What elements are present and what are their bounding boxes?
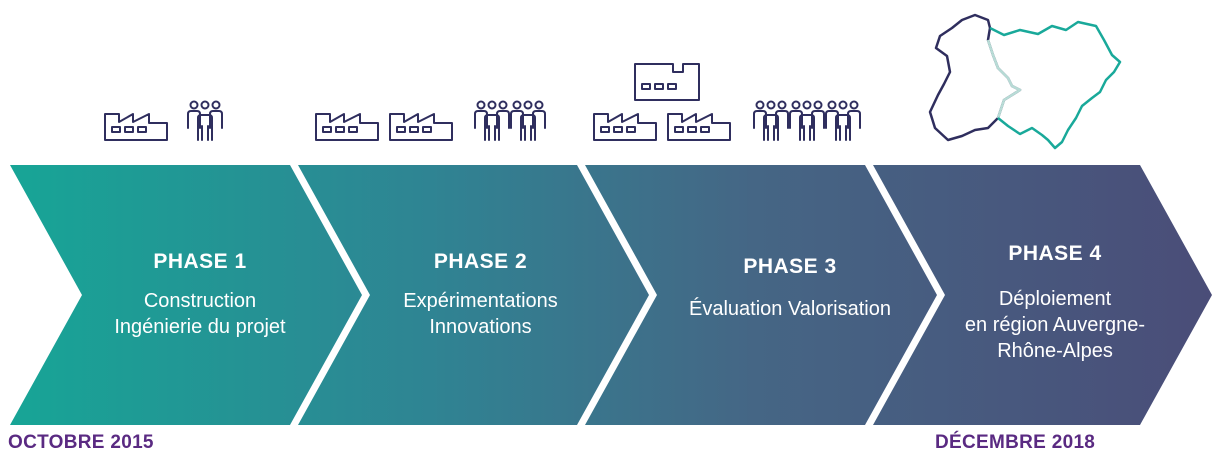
factory-icon (667, 113, 731, 141)
factory-icon (634, 63, 700, 101)
people-group-icon (187, 100, 223, 141)
phase-description: Évaluation Valorisation (689, 298, 891, 320)
phase-3-label: PHASE 3 Évaluation Valorisation (660, 255, 920, 322)
phase-title: PHASE 3 (743, 255, 837, 278)
phase-description: Expérimentations (403, 290, 558, 312)
people-group-icon (510, 100, 546, 141)
phase-4-label: PHASE 4 Déploiement en région Auvergne- … (935, 242, 1175, 364)
people-group-icon (789, 100, 825, 141)
phase-description: Déploiement (998, 288, 1112, 310)
start-date: OCTOBRE 2015 (8, 432, 154, 453)
people-group-icon (753, 100, 789, 141)
phase-description: Innovations (429, 316, 532, 338)
phase-1-chevron (10, 165, 362, 425)
end-date: DÉCEMBRE 2018 (935, 432, 1096, 453)
factory-icon (315, 113, 379, 141)
phase-description: Construction (143, 290, 257, 312)
phase-description: Ingénierie du projet (114, 316, 286, 338)
factory-icon (104, 113, 168, 141)
phase-title: PHASE 1 (153, 250, 247, 273)
phase-2-chevron (298, 165, 649, 425)
phase-1-label: PHASE 1 Construction Ingénierie du proje… (90, 250, 310, 340)
auvergne-rhone-alpes-map-icon (928, 13, 1122, 150)
people-group-icon (474, 100, 510, 141)
factory-icon (389, 113, 453, 141)
phase-4-chevron (873, 165, 1212, 425)
phase-description: Rhône-Alpes (997, 340, 1113, 362)
factory-icon (593, 113, 657, 141)
phase-2-label: PHASE 2 Expérimentations Innovations (368, 250, 593, 340)
phase-title: PHASE 2 (433, 250, 528, 273)
people-group-icon (825, 100, 861, 141)
phase-description: en région Auvergne- (964, 314, 1146, 336)
phase-title: PHASE 4 (1008, 242, 1102, 265)
phase-3-chevron (585, 165, 937, 425)
